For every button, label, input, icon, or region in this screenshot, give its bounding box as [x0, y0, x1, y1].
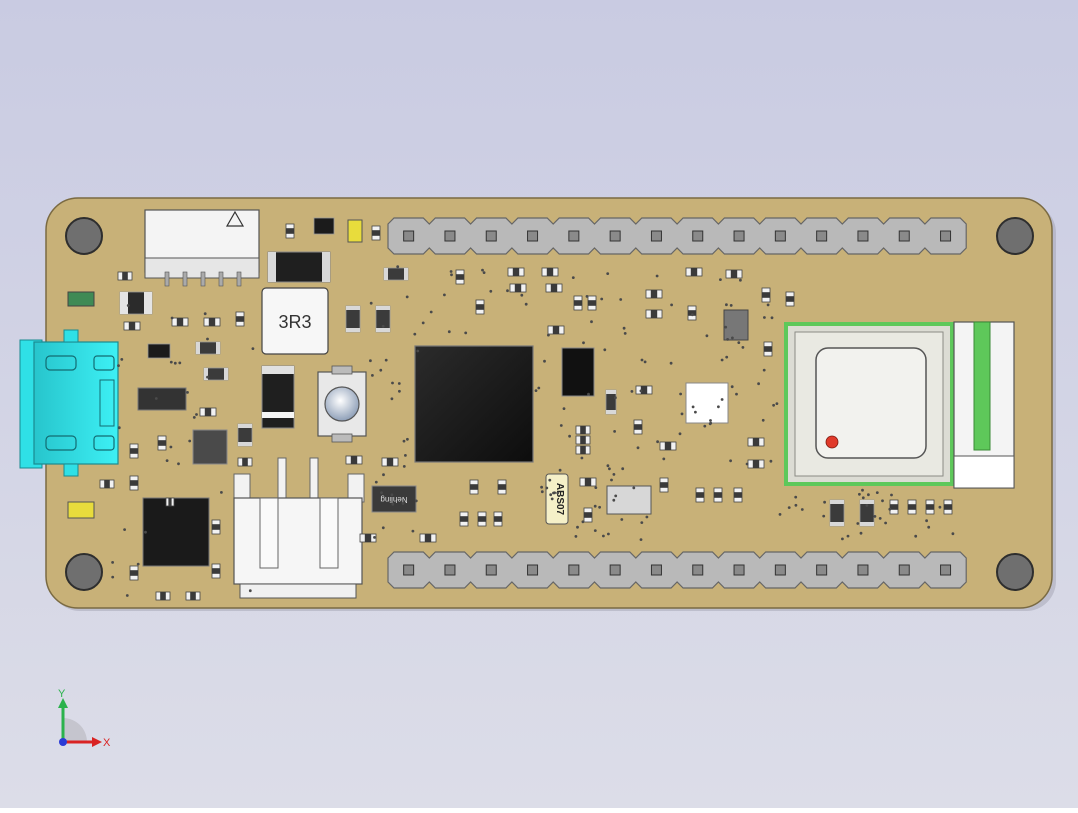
- header-bottom-pin[interactable]: [898, 564, 910, 576]
- mcu-chip[interactable]: [414, 345, 534, 463]
- vias: [111, 265, 955, 597]
- header-bottom-pin[interactable]: [774, 564, 786, 576]
- jst-connector-top[interactable]: [144, 209, 260, 287]
- mounting-hole-bottom-left: [65, 553, 103, 591]
- y-axis-label: Y: [58, 688, 66, 700]
- header-bottom-pin[interactable]: [568, 564, 580, 576]
- ic-small-qfn[interactable]: [561, 347, 595, 397]
- crystal-abs07[interactable]: ABS07: [545, 473, 569, 525]
- header-top-pin[interactable]: [774, 230, 786, 242]
- z-axis-dot: [59, 738, 67, 746]
- header-top-pin[interactable]: [568, 230, 580, 242]
- led-yellow-top: [347, 219, 363, 243]
- header-bottom-pin[interactable]: [733, 564, 745, 576]
- reset-button[interactable]: [317, 365, 367, 443]
- header-top-pin[interactable]: [609, 230, 621, 242]
- radio-module[interactable]: [784, 321, 1015, 489]
- header-top-pin[interactable]: [940, 230, 952, 242]
- header-top-pin[interactable]: [444, 230, 456, 242]
- ic-qfn-small[interactable]: [192, 429, 228, 465]
- header-top-pin[interactable]: [650, 230, 662, 242]
- header-top-pin[interactable]: [857, 230, 869, 242]
- passive-components: [99, 217, 953, 601]
- mounting-hole-top-left: [65, 217, 103, 255]
- header-top-pin[interactable]: [485, 230, 497, 242]
- header-top-pin[interactable]: [816, 230, 828, 242]
- sensor-pad: [685, 382, 729, 424]
- ic-marking: Nehling: [380, 495, 407, 504]
- inductor-3r3[interactable]: 3R3: [261, 287, 329, 355]
- header-bottom-pin[interactable]: [650, 564, 662, 576]
- header-top-pin[interactable]: [527, 230, 539, 242]
- header-bottom-pin[interactable]: [403, 564, 415, 576]
- diode-vertical[interactable]: [261, 365, 295, 429]
- header-top-pin[interactable]: [733, 230, 745, 242]
- ic-left-qfn[interactable]: [142, 497, 210, 567]
- status-led-dot: [825, 435, 839, 449]
- led-yellow-bottom: [67, 501, 95, 519]
- mounting-hole-top-right: [996, 217, 1034, 255]
- inductor-marking: 3R3: [278, 312, 311, 332]
- header-bottom-pin[interactable]: [609, 564, 621, 576]
- header-bottom-pin[interactable]: [857, 564, 869, 576]
- header-bottom-pin[interactable]: [485, 564, 497, 576]
- header-top-pin[interactable]: [692, 230, 704, 242]
- pin-header-top[interactable]: [387, 217, 967, 255]
- header-bottom-pin[interactable]: [527, 564, 539, 576]
- header-bottom-pin[interactable]: [816, 564, 828, 576]
- header-top-pin[interactable]: [403, 230, 415, 242]
- header-top-pin[interactable]: [898, 230, 910, 242]
- led-green: [67, 291, 95, 307]
- ic-sot23-left[interactable]: [137, 387, 187, 411]
- pin-header-bottom[interactable]: [387, 551, 967, 589]
- crystal-marking: ABS07: [554, 483, 565, 516]
- pcb-board[interactable]: 3R3: [19, 197, 1056, 611]
- ic-sop-marked[interactable]: Nehling: [371, 485, 417, 513]
- header-bottom-pin[interactable]: [444, 564, 456, 576]
- mounting-hole-bottom-right: [996, 553, 1034, 591]
- usb-connector[interactable]: [19, 329, 119, 477]
- header-bottom-pin[interactable]: [692, 564, 704, 576]
- header-bottom-pin[interactable]: [940, 564, 952, 576]
- coordinate-triad: Y X: [58, 688, 111, 749]
- pin1-triangle-icon: [225, 210, 245, 227]
- resistor-6pin[interactable]: [723, 309, 749, 341]
- jst-connector-battery[interactable]: [233, 457, 365, 599]
- diode-top[interactable]: [267, 251, 331, 283]
- x-axis-label: X: [103, 737, 111, 749]
